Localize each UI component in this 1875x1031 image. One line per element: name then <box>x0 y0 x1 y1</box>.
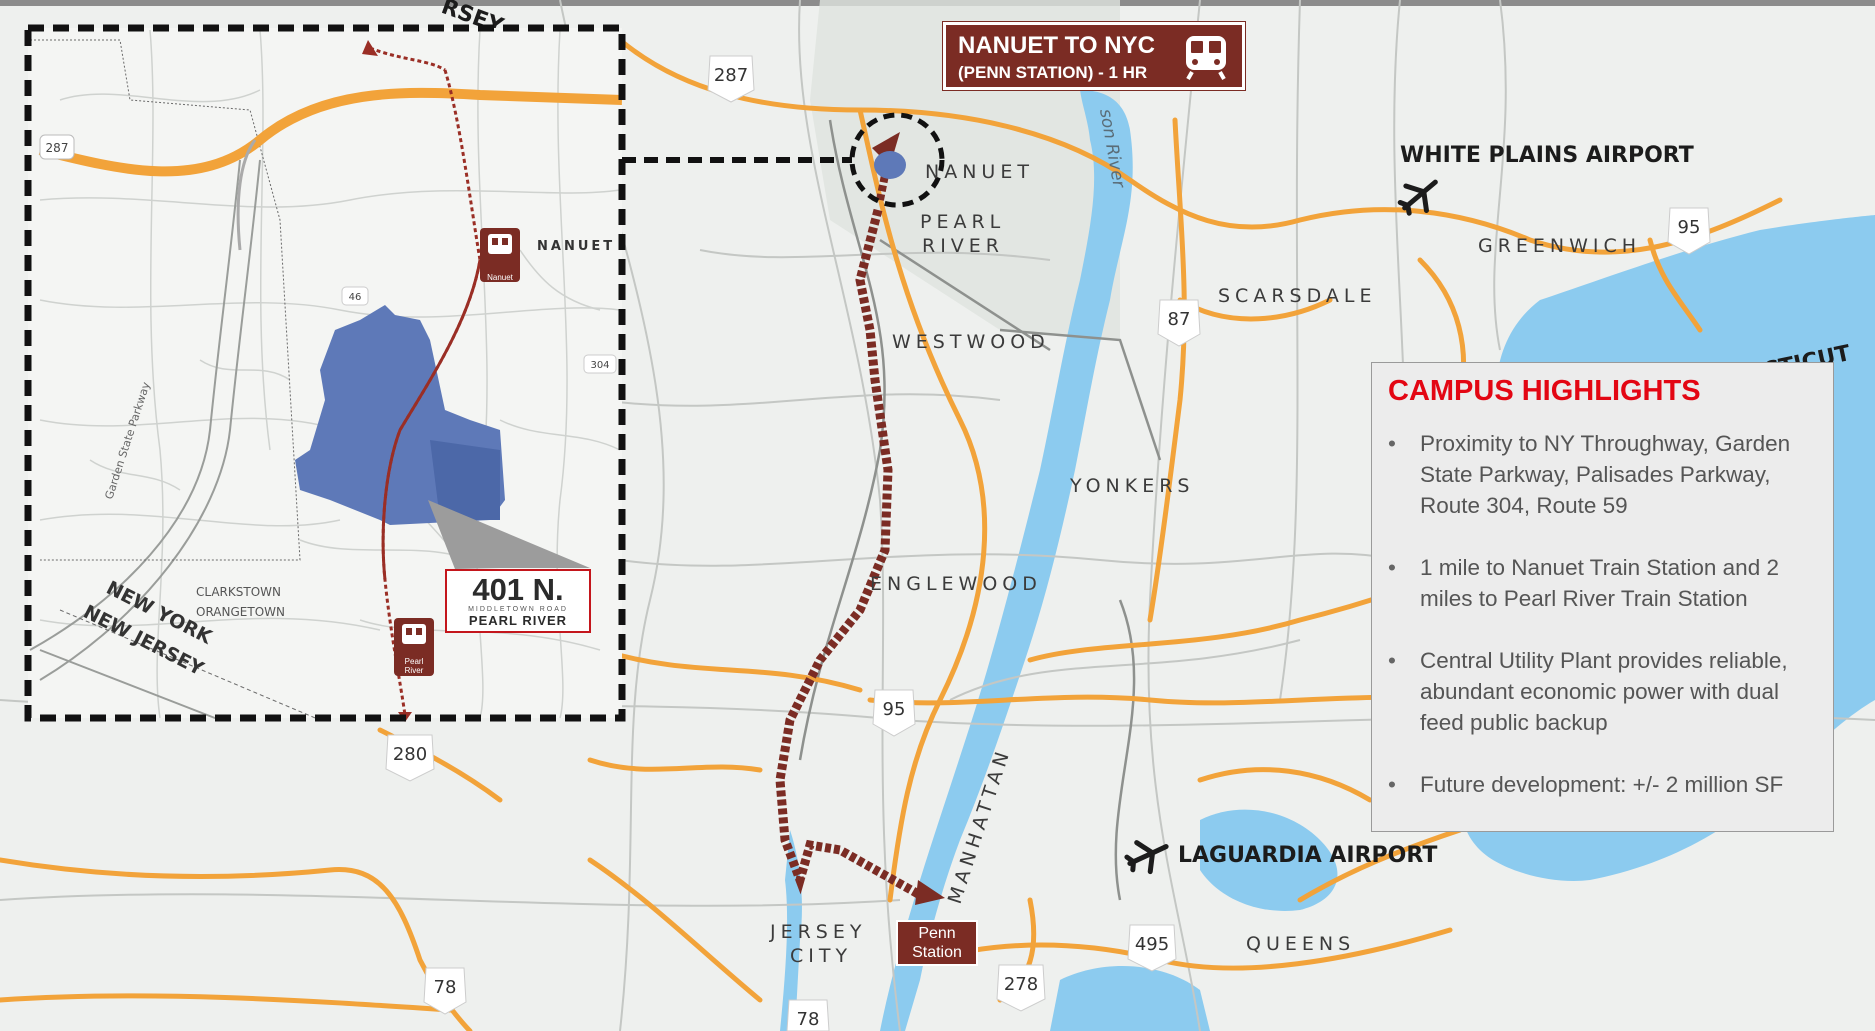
train-time-callout: NANUET TO NYC (PENN STATION) - 1 HR <box>942 21 1246 91</box>
airplane-icon <box>1124 840 1169 875</box>
label-yonkers: YONKERS <box>1069 475 1194 497</box>
highway-shield-87: 87 <box>1157 299 1201 347</box>
train-route <box>775 208 923 899</box>
highlight-item: Future development: +/- 2 million SF <box>1388 769 1815 800</box>
train-icon <box>1186 36 1226 80</box>
inset-shield-287: 287 <box>39 134 75 160</box>
label-white-plains-airport: WHITE PLAINS AIRPORT <box>1400 143 1694 168</box>
label-pearl: PEARL <box>920 211 1005 233</box>
campus-highlights-list: Proximity to NY Throughway, Garden State… <box>1388 428 1815 800</box>
airplane-icon <box>1397 179 1438 216</box>
campus-highlights-title: CAMPUS HIGHLIGHTS <box>1388 375 1701 407</box>
inset-shield-304: 304 <box>583 354 617 374</box>
svg-text:95: 95 <box>1678 217 1701 238</box>
label-laguardia-airport: LAGUARDIA AIRPORT <box>1178 843 1437 868</box>
label-scarsdale: SCARSDALE <box>1218 285 1376 307</box>
svg-text:78: 78 <box>434 977 457 998</box>
svg-text:87: 87 <box>1168 309 1191 330</box>
inset-label-clarkstown: CLARKSTOWN <box>196 585 281 599</box>
svg-text:78: 78 <box>797 1009 820 1030</box>
highway-shield-78: 78 <box>786 999 830 1031</box>
site-address-city: PEARL RIVER <box>468 613 568 628</box>
inset-label-orangetown: ORANGETOWN <box>196 605 285 619</box>
site-address-number: 401 N. <box>472 572 564 607</box>
highway-shield-278: 278 <box>996 964 1046 1012</box>
label-nanuet: NANUET <box>925 161 1034 183</box>
site-address-road: MIDDLETOWN ROAD <box>468 606 568 613</box>
campus-highlights-panel: CAMPUS HIGHLIGHTS Proximity to NY Throug… <box>1371 362 1834 832</box>
highlight-item: Central Utility Plant provides reliable,… <box>1388 645 1815 738</box>
svg-text:95: 95 <box>883 699 906 720</box>
label-city: CITY <box>790 945 852 967</box>
highway-shield-287: 287 <box>707 55 755 103</box>
label-river: RIVER <box>922 235 1004 257</box>
site-address-label: 401 N. MIDDLETOWN ROAD PEARL RIVER <box>445 569 591 633</box>
highway-shield-95: 95 <box>872 689 916 737</box>
svg-text:278: 278 <box>1004 974 1038 995</box>
inset-shield-46: 46 <box>341 286 369 306</box>
train-time-subtitle: (PENN STATION) - 1 HR <box>958 63 1148 82</box>
label-greenwich: GREENWICH <box>1478 235 1641 257</box>
svg-text:287: 287 <box>46 141 69 155</box>
penn-station-line1: Penn <box>918 925 956 942</box>
label-jersey: JERSEY <box>769 921 866 943</box>
inset-label-nanuet: NANUET <box>537 239 615 254</box>
penn-station-line2: Station <box>912 944 962 961</box>
inset-nanuet-station-label: Nanuet <box>487 273 514 282</box>
highway-shield-78-west: 78 <box>423 967 467 1015</box>
svg-text:304: 304 <box>590 360 609 371</box>
hudson-river <box>880 90 1133 1031</box>
label-westwood: WESTWOOD <box>892 331 1050 353</box>
highway-shield-280: 280 <box>385 734 435 782</box>
svg-text:495: 495 <box>1135 934 1169 955</box>
route-arrowhead-bottom <box>915 880 945 905</box>
highlight-item: 1 mile to Nanuet Train Station and 2 mil… <box>1388 552 1815 614</box>
highway-shield-95-east: 95 <box>1667 207 1711 255</box>
label-queens: QUEENS <box>1246 933 1355 955</box>
nanuet-station-marker <box>480 228 520 282</box>
label-englewood: ENGLEWOOD <box>870 573 1042 595</box>
svg-text:46: 46 <box>349 292 362 303</box>
svg-text:287: 287 <box>714 65 748 86</box>
train-time-title: NANUET TO NYC <box>958 32 1155 59</box>
inset-pearl-station-label-1: Pearl <box>405 657 424 666</box>
highlight-item: Proximity to NY Throughway, Garden State… <box>1388 428 1815 521</box>
svg-text:280: 280 <box>393 744 427 765</box>
pearl-river-station-marker <box>394 618 434 676</box>
inset-pearl-station-label-2: River <box>405 666 424 675</box>
nanuet-highlight-circle <box>849 112 945 208</box>
penn-station-label: Penn Station <box>896 920 978 966</box>
highway-shield-495: 495 <box>1127 924 1177 972</box>
route-arrowhead-top <box>872 132 900 166</box>
